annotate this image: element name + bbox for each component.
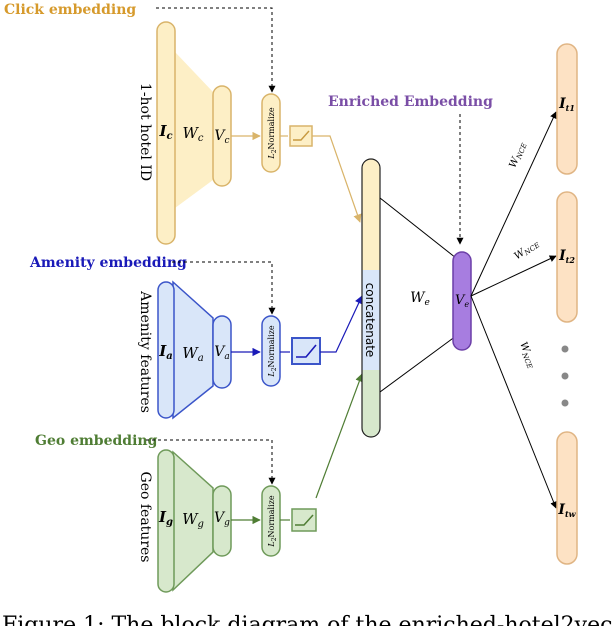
concat-ve-bottom-line <box>379 335 457 393</box>
concatenate-bar <box>361 158 381 438</box>
ve-bar <box>452 251 472 351</box>
amenity-to-concat-arrow <box>320 295 363 353</box>
it2-symbol: It2 <box>558 248 575 265</box>
concat-amenity-segment <box>362 270 380 370</box>
concatenate-label: concatenate <box>363 283 377 358</box>
geo-label-pointer <box>146 439 276 485</box>
geo-l2-normalize-label: L2Normalize <box>267 495 278 547</box>
output-bar-t1 <box>556 43 578 175</box>
concat-click-segment <box>362 159 380 270</box>
itw-symbol: Itw <box>557 502 576 519</box>
geo-activation-icon <box>295 514 314 526</box>
geo-vg-bar <box>212 485 232 557</box>
output-bar-t2 <box>556 191 578 323</box>
it1-symbol: It1 <box>558 96 575 113</box>
click-label-pointer <box>156 7 276 93</box>
output-bar-tw <box>556 431 578 565</box>
ve-symbol: Ve <box>455 293 469 309</box>
ellipsis-dot-1 <box>561 345 569 353</box>
output-arrow-t2 <box>470 255 557 297</box>
geo-l2-normalize-box <box>261 485 281 557</box>
va-symbol: Va <box>214 344 230 362</box>
amenity-embedding-label: Amenity embedding <box>29 255 187 271</box>
ellipsis-dot-2 <box>561 372 569 380</box>
output-arrow-t1 <box>470 111 557 297</box>
geo-to-concat-arrow <box>315 373 364 499</box>
vg-symbol: Vg <box>214 510 230 528</box>
ig-symbol: Ig <box>158 508 173 528</box>
click-embedding-label: Click embedding <box>4 2 136 18</box>
ellipsis-dot-3 <box>561 399 569 407</box>
concat-geo-segment <box>362 370 380 437</box>
amenity-activation-icon <box>296 344 317 358</box>
amenity-input-bar <box>157 281 175 419</box>
enriched-embedding-label: Enriched Embedding <box>328 94 493 110</box>
geo-features-label: Geo features <box>137 472 153 563</box>
hotel-id-label: 1-hot hotel ID <box>137 83 153 181</box>
amenity-features-label: Amenity features <box>137 290 153 413</box>
click-l2-normalize-box <box>261 93 281 173</box>
figure-caption: Figure 1: The block diagram of the enric… <box>2 613 612 626</box>
wg-symbol: Wg <box>182 510 204 530</box>
ia-symbol: Ia <box>158 342 173 362</box>
output-arrow-tw <box>470 295 557 509</box>
geo-activation-box <box>291 508 317 532</box>
click-l2-normalize-label: L2Normalize <box>267 107 278 159</box>
amenity-l2-normalize-box <box>261 315 281 387</box>
click-encoder-trapezoid <box>175 52 213 208</box>
wc-symbol: Wc <box>182 124 203 144</box>
vc-symbol: Vc <box>214 128 229 146</box>
geo-input-bar <box>157 449 175 593</box>
wnce-label-1: WNCE <box>508 141 529 170</box>
we-symbol: We <box>410 290 430 308</box>
click-to-concat-arrow <box>312 135 362 223</box>
click-activation-box <box>289 125 313 147</box>
click-activation-icon <box>293 130 310 141</box>
amenity-label-pointer <box>172 261 276 315</box>
wa-symbol: Wa <box>182 344 203 364</box>
wnce-label-2: WNCE <box>512 238 541 263</box>
ic-symbol: Ic <box>158 122 172 142</box>
geo-embedding-label: Geo embedding <box>35 433 158 449</box>
amenity-activation-box <box>291 337 321 365</box>
wnce-label-3: WNCE <box>516 341 537 370</box>
concat-ve-top-line <box>379 197 457 259</box>
amenity-l2-normalize-label: L2Normalize <box>267 325 278 377</box>
click-input-bar <box>156 21 176 245</box>
